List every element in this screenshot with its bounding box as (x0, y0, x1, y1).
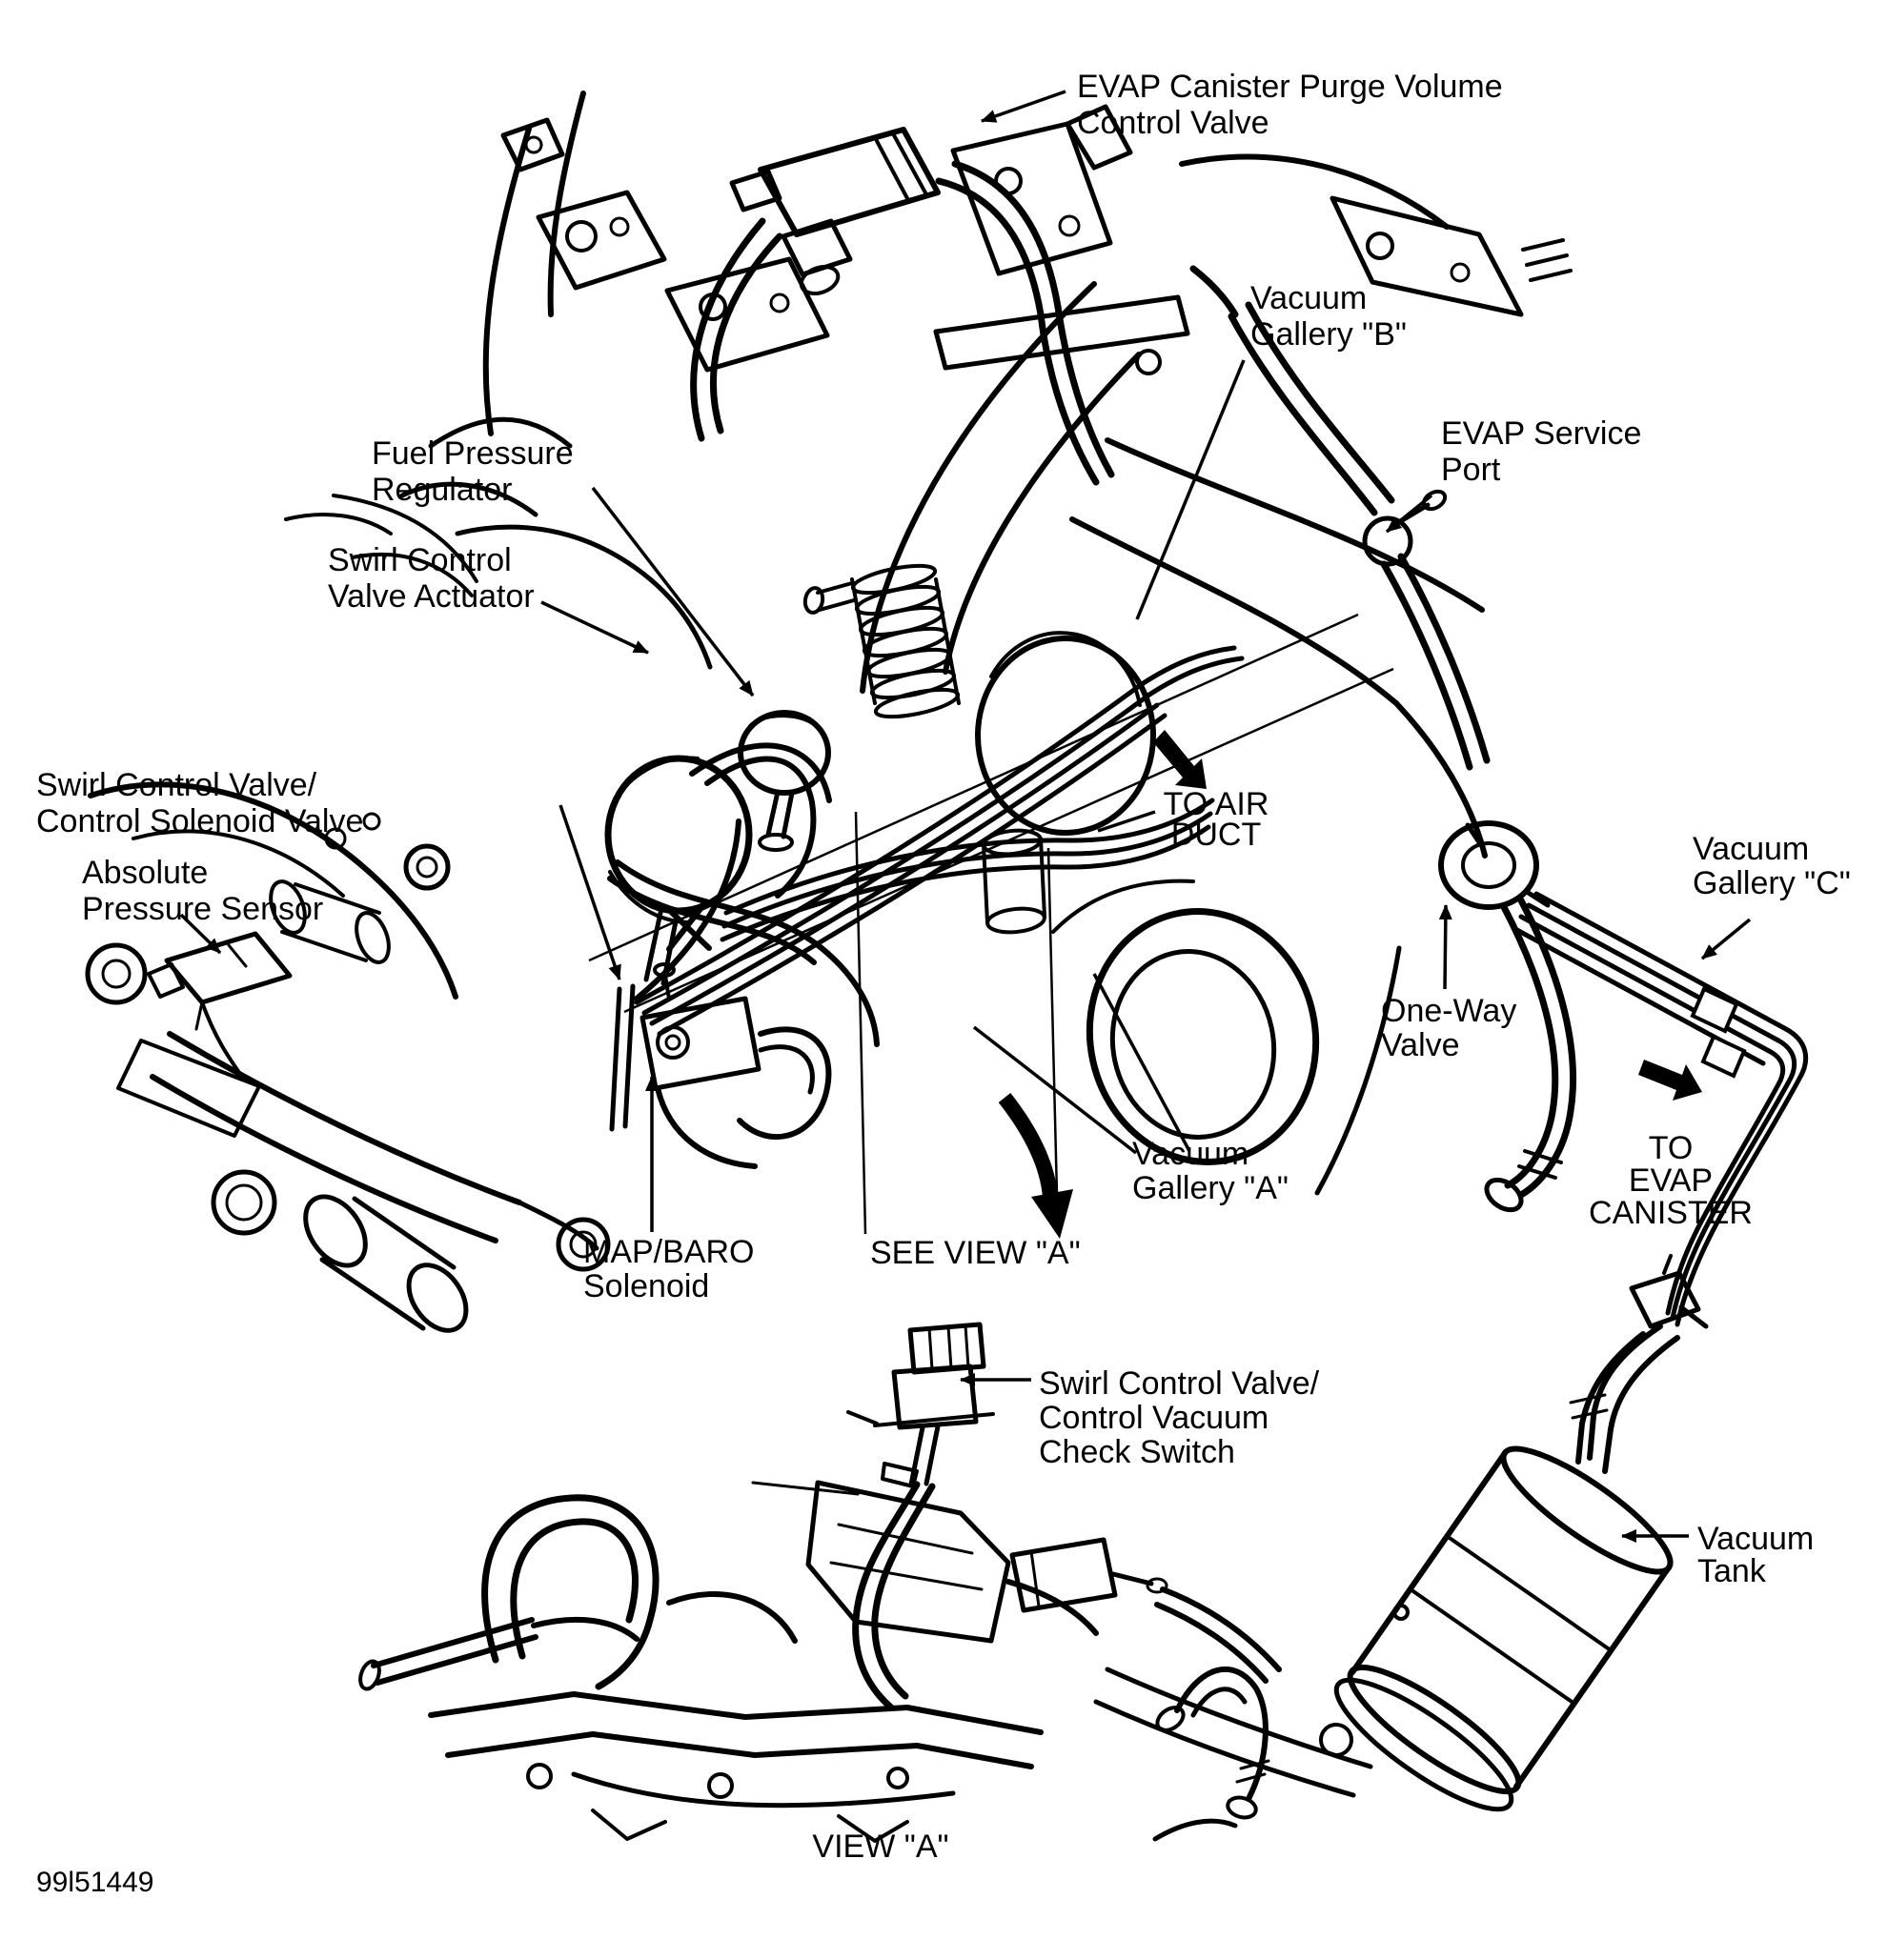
view-a-detail-assembly (358, 1322, 1373, 1843)
label-check-switch-line1: Swirl Control Valve/ (1039, 1365, 1320, 1402)
label-swirl-actuator-line1: Swirl Control (328, 542, 512, 578)
label-to-evap-canister-line1: TO (1649, 1130, 1694, 1166)
label-vacuum-gallery-b-line2: Gallery "B" (1250, 316, 1407, 353)
leader-swirl-actuator (540, 600, 649, 655)
leader-evap-purge (981, 90, 1066, 123)
view-a-caption: VIEW "A" (812, 1829, 948, 1865)
leader-vacuum-gallery-b (1135, 359, 1246, 620)
to-evap-canister-hose (1484, 897, 1577, 1213)
direction-arrows (998, 730, 1702, 1239)
view-a-region-line-right (1046, 847, 1060, 1235)
intake-manifold-center (588, 281, 1488, 1196)
evap-purge-valve-assembly (690, 104, 1573, 486)
label-vacuum-gallery-b-line1: Vacuum (1250, 280, 1367, 316)
check-switch-connector (907, 1322, 986, 1375)
label-vacuum-gallery-a-line2: Gallery "A" (1132, 1170, 1289, 1206)
leader-fuel-pressure-regulator (591, 486, 755, 697)
engine-upper-left-assembly (284, 91, 830, 670)
leader-lines (179, 90, 1752, 1543)
leader-to-air-duct (1097, 810, 1156, 833)
label-to-air-duct-line2: DUCT (1171, 817, 1261, 853)
label-fuel-pressure-regulator-line1: Fuel Pressure (372, 435, 574, 472)
vacuum-tank-part (1500, 1445, 1674, 1575)
label-swirl-solenoid-line2: Control Solenoid Valve (36, 803, 363, 839)
to-air-duct-arrow-icon (1153, 730, 1207, 789)
label-vacuum-gallery-a-line1: Vacuum (1132, 1136, 1249, 1172)
view-a-region-line-left (854, 811, 867, 1235)
vacuum-gallery-b-tube-bundle (720, 798, 1215, 942)
label-swirl-solenoid-line1: Swirl Control Valve/ (36, 767, 317, 803)
engine-mount-bracket (85, 781, 611, 1333)
label-check-switch-line2: Control Vacuum (1039, 1400, 1269, 1436)
label-evap-service-port-line1: EVAP Service (1441, 415, 1641, 452)
label-evap-purge-line2: Control Valve (1077, 105, 1269, 141)
label-map-baro-solenoid-line1: MAP/BARO (583, 1234, 754, 1270)
leader-swirl-solenoid (558, 804, 621, 980)
label-vacuum-gallery-c-line2: Gallery "C" (1693, 865, 1851, 901)
fuel-pressure-regulator-part (738, 710, 831, 852)
leader-one-way-valve (1438, 904, 1452, 990)
label-to-air-duct-line1: TO AIR (1164, 786, 1269, 822)
label-one-way-valve-line2: Valve (1381, 1027, 1460, 1063)
leader-evap-service-port (1385, 494, 1433, 534)
evap-service-hose-and-one-way-valve (1189, 265, 1551, 910)
vacuum-gallery-a-tube-bundle (634, 645, 1245, 1037)
to-evap-canister-arrow-icon (1638, 1060, 1702, 1101)
swirl-control-valve-actuator-part (604, 742, 880, 1047)
leader-vacuum-gallery-a-2 (1092, 973, 1191, 1152)
label-to-evap-canister-line3: CANISTER (1589, 1195, 1753, 1231)
label-absolute-pressure-sensor-line1: Absolute (82, 855, 208, 891)
label-vacuum-tank-line2: Tank (1697, 1553, 1767, 1589)
label-one-way-valve-line1: One-Way (1381, 993, 1516, 1029)
vacuum-gallery-c-tube-bundle (1511, 891, 1809, 1327)
label-fuel-pressure-regulator-line2: Regulator (372, 472, 512, 508)
label-see-view-a: SEE VIEW "A" (870, 1235, 1081, 1271)
see-view-a-arrow-icon (998, 1093, 1073, 1239)
figure-id-code: 99l51449 (36, 1867, 153, 1898)
label-to-evap-canister-line2: EVAP (1629, 1162, 1713, 1199)
vacuum-tank-assembly (1152, 1254, 1709, 1842)
label-absolute-pressure-sensor-line2: Pressure Sensor (82, 891, 323, 927)
label-evap-service-port-line2: Port (1441, 452, 1501, 488)
label-vacuum-tank-line1: Vacuum (1697, 1521, 1814, 1557)
label-vacuum-gallery-c-line1: Vacuum (1693, 831, 1809, 867)
leader-vacuum-gallery-c (1700, 918, 1752, 960)
leader-absolute-pressure-sensor (179, 913, 222, 955)
check-switch-body (891, 1364, 979, 1430)
callout-labels: EVAP Canister Purge Volume Control Valve… (36, 69, 1851, 1898)
label-evap-purge-line1: EVAP Canister Purge Volume (1077, 69, 1503, 105)
label-check-switch-line3: Check Switch (1039, 1434, 1235, 1470)
one-way-valve-part (1438, 820, 1539, 910)
label-swirl-actuator-line2: Valve Actuator (328, 578, 535, 615)
map-baro-solenoid-part (609, 962, 832, 1169)
label-map-baro-solenoid-line2: Solenoid (583, 1268, 709, 1304)
